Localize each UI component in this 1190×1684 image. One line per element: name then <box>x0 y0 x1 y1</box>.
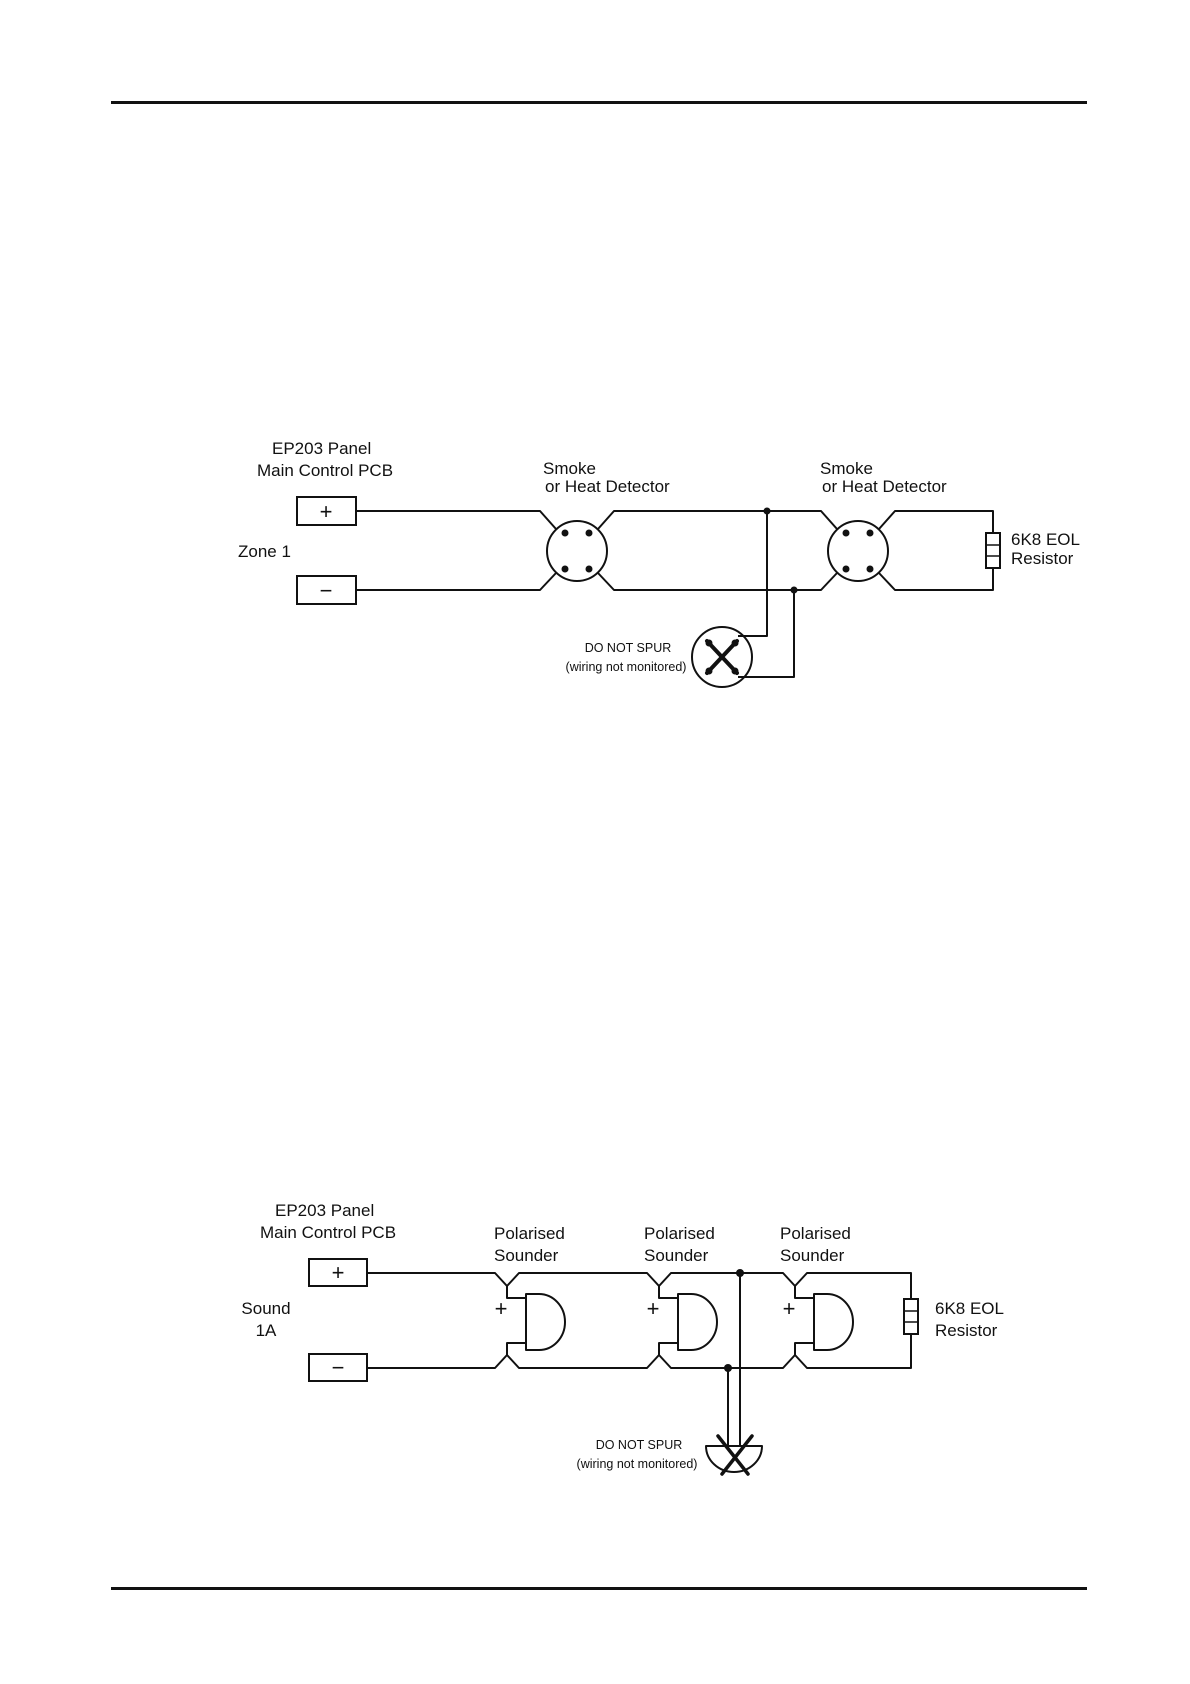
panel-subtitle: Main Control PCB <box>260 1223 396 1242</box>
zone-label: Zone 1 <box>238 542 291 561</box>
negative-wire <box>356 573 556 590</box>
detector-base-2 <box>828 521 888 581</box>
spurred-detector-icon <box>692 627 752 687</box>
sounder-1-sublabel: Sounder <box>494 1246 559 1265</box>
eol-sublabel: Resistor <box>1011 549 1074 568</box>
spurred-sounder-icon <box>706 1436 762 1474</box>
spur-warning: DO NOT SPUR <box>585 641 672 655</box>
spur-wiring <box>738 508 798 678</box>
panel-title: EP203 Panel <box>275 1201 374 1220</box>
detector-1-sublabel: or Heat Detector <box>545 477 670 496</box>
positive-terminal-sign: + <box>320 499 333 524</box>
negative-terminal-sign: − <box>320 578 333 603</box>
eol-label: 6K8 EOL <box>935 1299 1004 1318</box>
sounder-2-icon <box>659 1286 717 1355</box>
sounder-1-polarity: + <box>495 1296 508 1321</box>
sounder-2-label: Polarised <box>644 1224 715 1243</box>
sounder-wiring-diagram: EP203 Panel Main Control PCB Sound 1A + … <box>0 1195 1190 1495</box>
positive-wire-link <box>598 511 837 529</box>
header-rule <box>111 101 1087 104</box>
panel-title: EP203 Panel <box>272 439 371 458</box>
spur-warning-note: (wiring not monitored) <box>577 1457 698 1471</box>
eol-resistor-icon <box>986 533 1000 568</box>
eol-resistor-icon <box>904 1299 918 1334</box>
eol-label: 6K8 EOL <box>1011 530 1080 549</box>
detector-base-1 <box>547 521 607 581</box>
positive-wire-eol <box>879 511 993 533</box>
spur-warning-note: (wiring not monitored) <box>566 660 687 674</box>
negative-wire <box>367 1334 911 1368</box>
sounder-2-polarity: + <box>647 1296 660 1321</box>
sounder-3-label: Polarised <box>780 1224 851 1243</box>
detector-1-label: Smoke <box>543 459 596 478</box>
eol-sublabel: Resistor <box>935 1321 998 1340</box>
negative-wire-link <box>598 573 837 590</box>
footer-rule <box>111 1587 1087 1590</box>
negative-terminal-sign: − <box>332 1355 345 1380</box>
sounder-3-sublabel: Sounder <box>780 1246 845 1265</box>
panel-subtitle: Main Control PCB <box>257 461 393 480</box>
spur-wiring <box>724 1269 744 1447</box>
sounder-2-sublabel: Sounder <box>644 1246 709 1265</box>
sounder-3-icon <box>795 1286 853 1355</box>
sounder-3-polarity: + <box>783 1296 796 1321</box>
sounder-1-icon <box>507 1286 565 1355</box>
detector-2-label: Smoke <box>820 459 873 478</box>
detector-2-sublabel: or Heat Detector <box>822 477 947 496</box>
circuit-label: Sound <box>241 1299 290 1318</box>
sounder-1-label: Polarised <box>494 1224 565 1243</box>
positive-wire <box>356 511 556 529</box>
positive-terminal-sign: + <box>332 1260 345 1285</box>
circuit-sublabel: 1A <box>256 1321 277 1340</box>
detector-wiring-diagram: EP203 Panel Main Control PCB Zone 1 + − … <box>0 420 1190 700</box>
spur-warning: DO NOT SPUR <box>596 1438 683 1452</box>
negative-wire-eol <box>879 568 993 590</box>
